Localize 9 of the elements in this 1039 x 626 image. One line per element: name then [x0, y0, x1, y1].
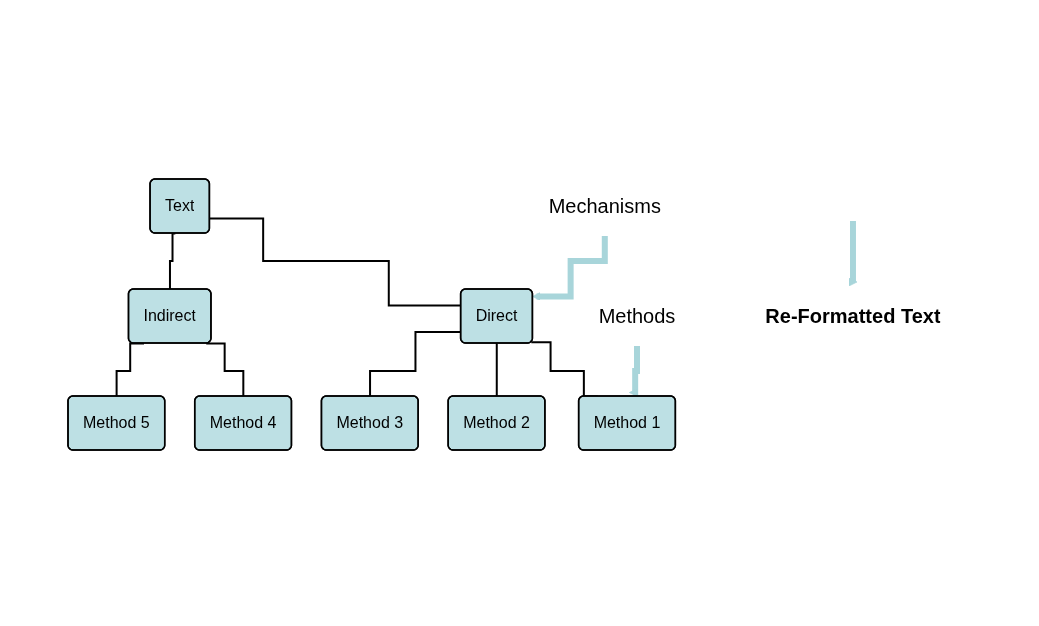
node-text: Mechanisms	[548, 195, 662, 217]
arrow	[629, 343, 641, 397]
node-text: Methods	[598, 305, 676, 327]
arrow	[532, 233, 608, 301]
connector	[495, 342, 499, 398]
node-text: Re-Formatted Text	[765, 305, 941, 327]
connector	[169, 232, 177, 291]
connector	[205, 342, 245, 398]
arrow	[848, 218, 858, 287]
